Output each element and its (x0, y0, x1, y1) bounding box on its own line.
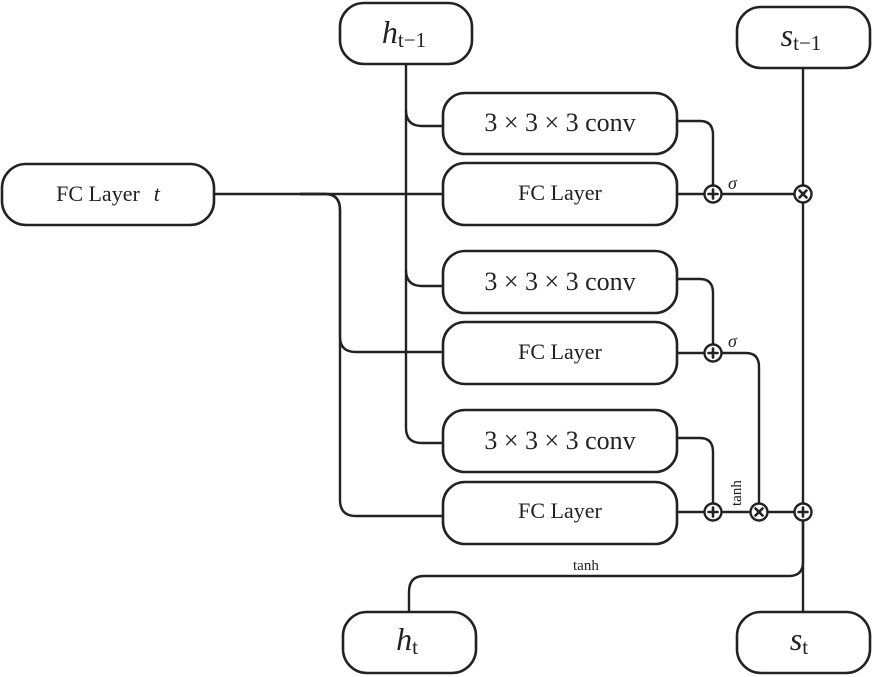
wire-add4-to-h-t (407, 521, 805, 612)
wire-fc-t-to-fc2 (300, 192, 442, 354)
wire-conv2-to-add2 (677, 277, 715, 344)
wire-conv1-to-add1 (677, 119, 715, 185)
fc-block-3: FC Layer (441, 480, 679, 546)
h-prev-label: ht−1 (382, 14, 426, 51)
fc-block-2-label: FC Layer (518, 339, 602, 364)
wire-add2-to-mul2 (722, 351, 761, 503)
s-prev-box: st−1 (735, 5, 872, 70)
multiply-node-2 (749, 502, 769, 522)
add-node-1 (703, 184, 723, 204)
h-t-label: ht (396, 621, 418, 658)
s-prev-label: st−1 (781, 17, 822, 54)
conv-block-1-label: 3 × 3 × 3 conv (484, 108, 635, 137)
conv-block-2: 3 × 3 × 3 conv (441, 249, 679, 315)
wires (214, 65, 805, 612)
conv-block-2-label: 3 × 3 × 3 conv (484, 267, 635, 296)
wire-h-to-conv1 (404, 65, 442, 128)
tanh-label-vertical: tanh (729, 480, 745, 506)
tanh-label-horizontal: tanh (573, 558, 599, 574)
fc-block-1-label: FC Layer (518, 180, 602, 205)
conv-block-3: 3 × 3 × 3 conv (441, 408, 679, 474)
s-t-label: st (790, 621, 808, 658)
wire-conv3-to-add3 (677, 436, 715, 503)
conv-block-1: 3 × 3 × 3 conv (441, 91, 679, 156)
wire-h-to-conv2 (404, 110, 442, 288)
wire-fc-t-to-fc3 (300, 192, 442, 518)
h-t-box: ht (341, 610, 478, 675)
add-node-3 (703, 502, 723, 522)
multiply-node-1 (793, 184, 813, 204)
wire-h-to-conv3 (404, 270, 442, 445)
add-node-4 (793, 502, 813, 522)
conv-block-3-label: 3 × 3 × 3 conv (484, 426, 635, 455)
fc-block-3-label: FC Layer (518, 498, 602, 523)
sigma-label-2: σ (728, 331, 738, 351)
s-t-box: st (735, 610, 872, 675)
sigma-label-1: σ (728, 173, 738, 193)
h-prev-box: ht−1 (338, 1, 474, 66)
add-node-2 (703, 343, 723, 363)
fc-block-2: FC Layer (441, 320, 679, 386)
fc-block-1: FC Layer (441, 161, 679, 227)
